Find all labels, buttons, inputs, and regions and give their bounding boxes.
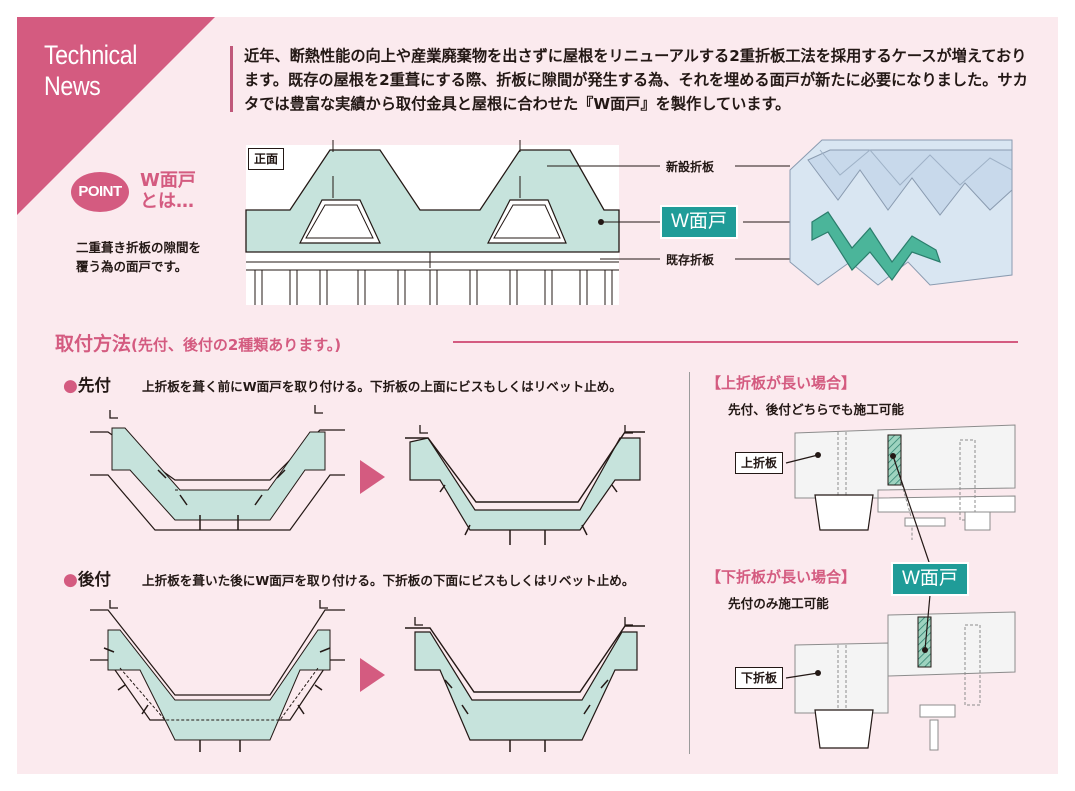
- section-rule: [453, 341, 1018, 343]
- method-pre-title: 先付: [77, 376, 111, 395]
- case-upper-heading: 【上折板が長い場合】: [706, 374, 857, 392]
- point-title-line1: W面戸: [140, 170, 196, 191]
- method-pre-heading: ●先付: [63, 376, 111, 396]
- lower-sheet-label: 下折板: [735, 667, 784, 689]
- case-upper-desc: 先付、後付どちらでも施工可能: [728, 402, 904, 417]
- upper-sheet-label: 上折板: [735, 452, 784, 474]
- w-mendo-label: W面戸: [660, 205, 738, 239]
- point-title-line2: とは…: [140, 191, 194, 212]
- column-divider: [689, 372, 690, 754]
- technical-news-title: Technical News: [44, 40, 137, 102]
- point-desc-line2: 覆う為の面戸です。: [76, 259, 188, 274]
- new-sheet-label: 新設折板: [666, 160, 715, 174]
- point-description: 二重葺き折板の隙間を 覆う為の面戸です。: [76, 238, 201, 276]
- point-badge: POINT: [71, 172, 129, 212]
- corner-triangle: [17, 17, 215, 215]
- existing-sheet-label: 既存折板: [666, 253, 715, 267]
- intro-accent-bar: [230, 46, 233, 112]
- point-desc-line1: 二重葺き折板の隙間を: [76, 240, 202, 255]
- method-post-title: 後付: [77, 570, 111, 589]
- point-title: W面戸 とは…: [140, 170, 196, 212]
- badge-line1: Technical: [44, 40, 137, 70]
- method-pre-desc: 上折板を葺く前にW面戸を取り付ける。下折板の上面にビスもしくはリベット止め。: [142, 379, 622, 394]
- section-title: 取付方法(先付、後付の2種類あります。): [55, 329, 341, 356]
- front-label: 正面: [248, 148, 285, 170]
- case-lower-heading: 【下折板が長い場合】: [706, 568, 857, 586]
- section-title-main: 取付方法: [55, 333, 132, 355]
- side-w-mendo-label: W面戸: [891, 562, 969, 596]
- badge-line2: News: [44, 71, 101, 101]
- method-post-desc: 上折板を葺いた後にW面戸を取り付ける。下折板の下面にビスもしくはリベット止め。: [142, 573, 635, 588]
- method-post-heading: ●後付: [63, 570, 111, 590]
- intro-text: 近年、断熱性能の向上や産業廃棄物を出さずに屋根をリニューアルする2重折板工法を採…: [244, 47, 1028, 113]
- case-lower-desc: 先付のみ施工可能: [728, 596, 829, 611]
- section-subtitle: (先付、後付の2種類あります。): [131, 336, 342, 354]
